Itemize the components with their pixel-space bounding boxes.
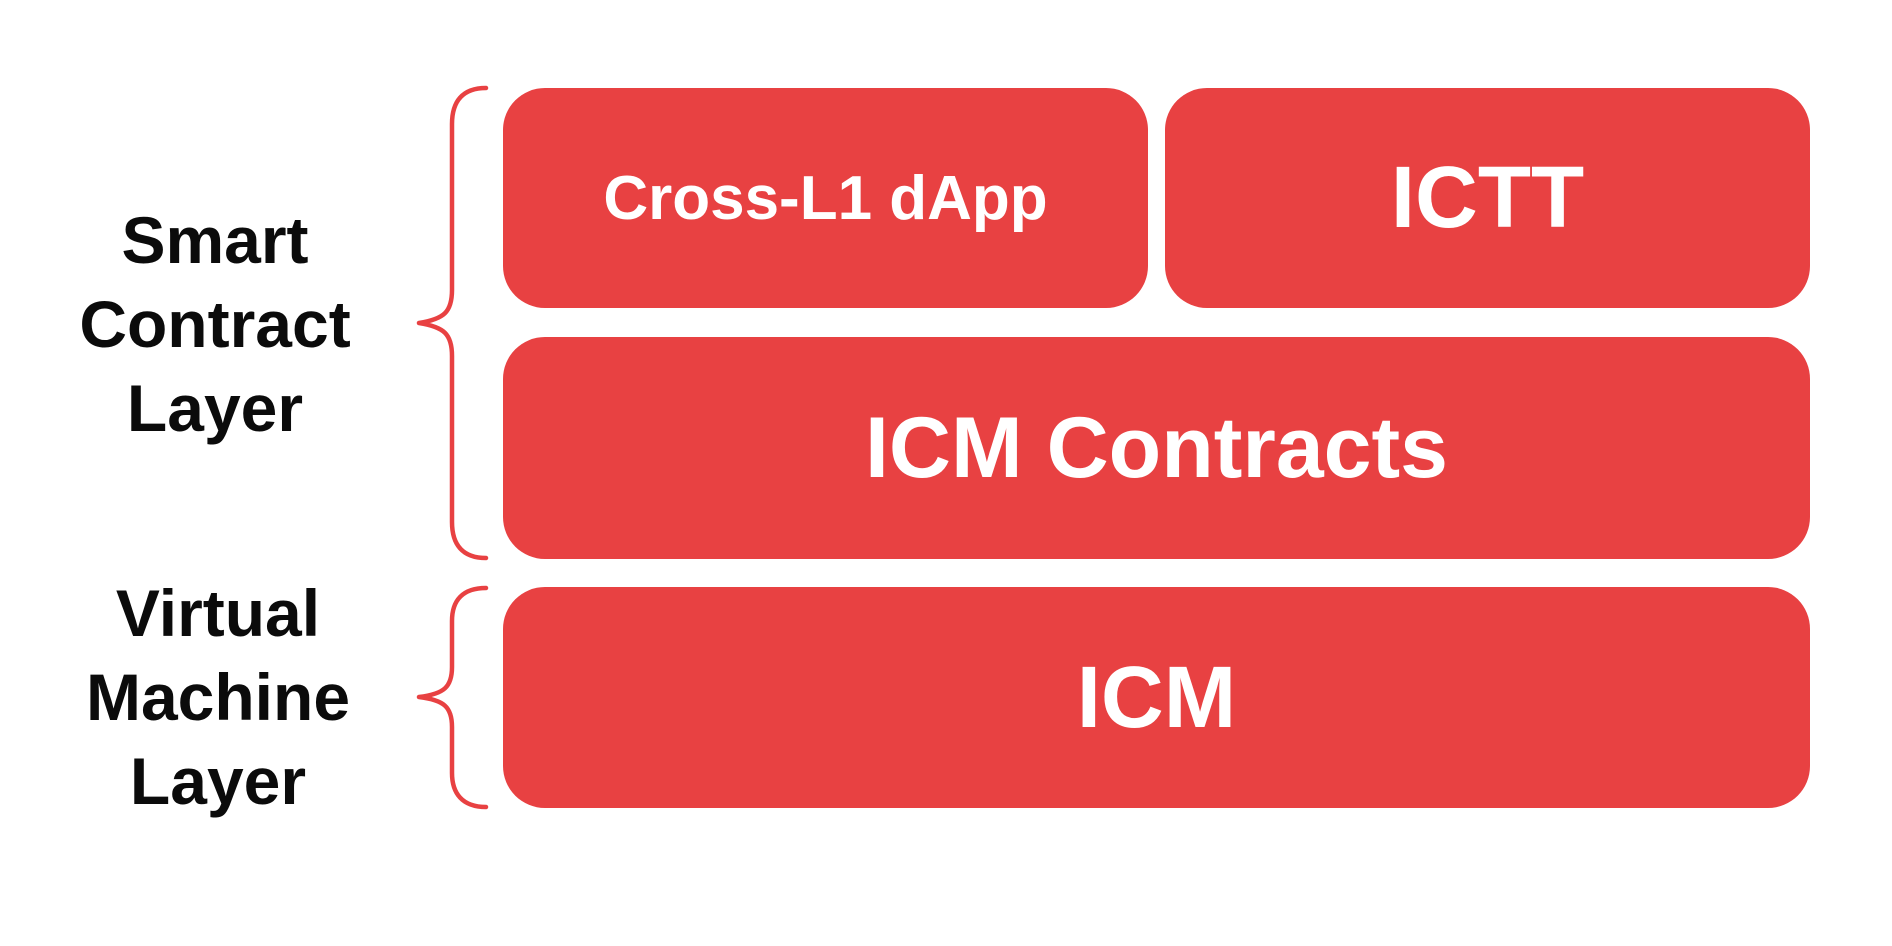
icm-box: ICM xyxy=(503,587,1810,808)
smart-contract-layer-label-line3: Layer xyxy=(126,371,304,445)
smart-contract-layer-label-line2: Contract xyxy=(79,287,351,361)
icm-contracts-box: ICM Contracts xyxy=(503,337,1810,559)
icm-box-label: ICM xyxy=(1076,648,1237,746)
smart-contract-layer-label-line1: Smart xyxy=(121,203,309,277)
ictt-box-label: ICTT xyxy=(1390,149,1585,246)
virtual-machine-layer-label: Virtual Machine Layer xyxy=(86,571,350,823)
virtual-machine-layer-label-line2: Machine xyxy=(85,660,351,734)
cross-l1-dapp-box-label: Cross-L1 dApp xyxy=(603,163,1048,233)
ictt-box: ICTT xyxy=(1165,88,1810,308)
smart-contract-layer-label: Smart Contract Layer xyxy=(79,198,350,450)
cross-l1-dapp-box: Cross-L1 dApp xyxy=(503,88,1148,308)
virtual-machine-layer-brace xyxy=(416,585,489,810)
icm-contracts-box-label: ICM Contracts xyxy=(865,399,1448,496)
virtual-machine-layer-label-line3: Layer xyxy=(129,744,307,818)
smart-contract-layer-brace xyxy=(416,85,489,561)
virtual-machine-layer-label-line1: Virtual xyxy=(115,576,321,650)
